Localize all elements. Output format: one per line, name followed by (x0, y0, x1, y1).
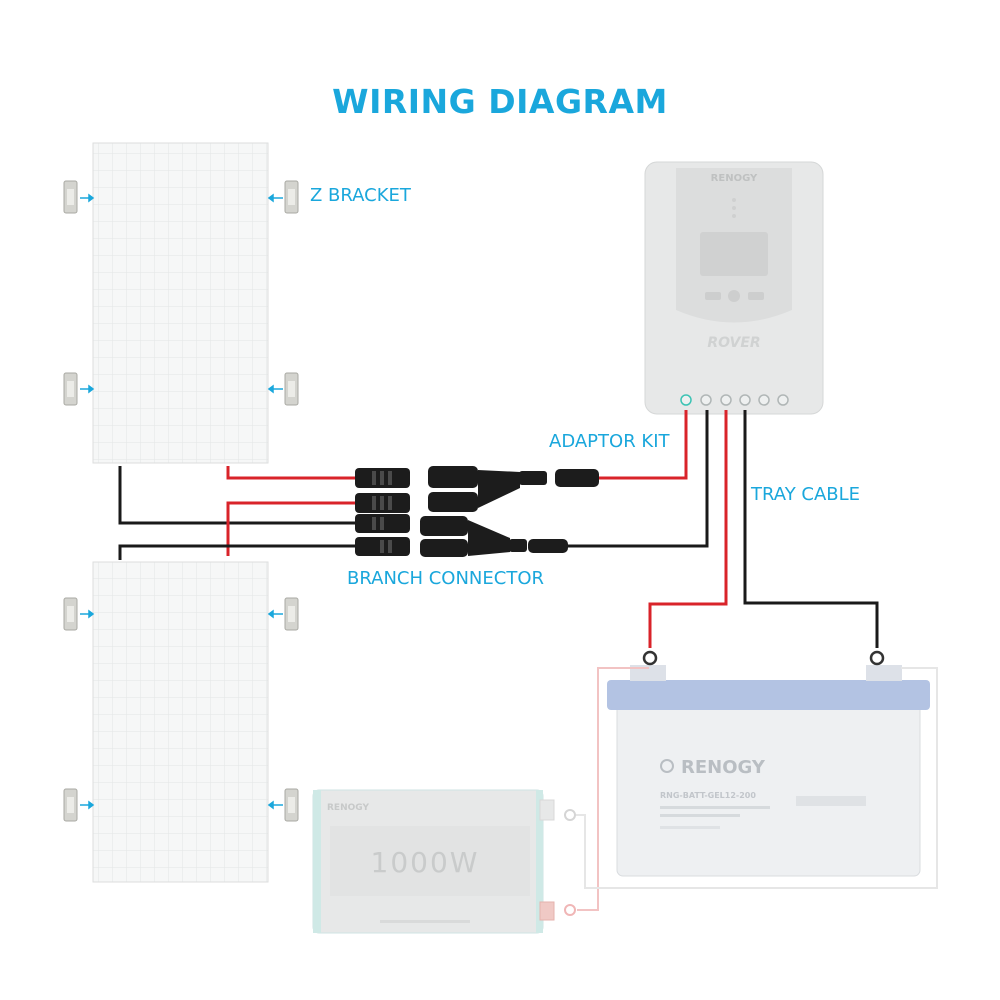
battery: RENOGY RNG-BATT-GEL12-200 (607, 665, 930, 877)
tray-positive-wire (648, 410, 728, 648)
panel1-positive-wire (226, 466, 355, 480)
tray-negative-wire (743, 410, 879, 648)
inverter-brand: RENOGY (327, 803, 369, 813)
battery-model: RNG-BATT-GEL12-200 (660, 791, 756, 800)
branch-connector-label: BRANCH CONNECTOR (347, 568, 545, 589)
adaptor-negative-wire (567, 410, 709, 548)
panel1-negative-wire (118, 466, 355, 525)
wiring (118, 410, 879, 648)
z-bracket-group (63, 180, 299, 822)
battery-brand: RENOGY (681, 757, 766, 778)
charge-controller: RENOGY ROVER (644, 161, 824, 415)
panel2-positive-wire (226, 501, 355, 556)
controller-brand: RENOGY (711, 173, 758, 184)
diagram-title: WIRING DIAGRAM (332, 82, 668, 121)
inverter-power: 1000W (371, 846, 480, 879)
inverter: RENOGY 1000W (312, 789, 555, 934)
solar-panel-bottom (92, 561, 269, 883)
panel2-negative-wire (118, 544, 355, 560)
adaptor-kit-label: ADAPTOR KIT (549, 431, 670, 452)
inverter-battery-wiring (564, 667, 938, 916)
z-bracket-label: Z BRACKET (310, 185, 411, 206)
branch-connector (355, 466, 599, 557)
solar-panel-top (92, 142, 269, 464)
adaptor-positive-wire (598, 410, 688, 480)
battery-terminals (642, 650, 885, 666)
controller-model: ROVER (707, 335, 760, 351)
tray-cable-label: TRAY CABLE (751, 484, 861, 505)
